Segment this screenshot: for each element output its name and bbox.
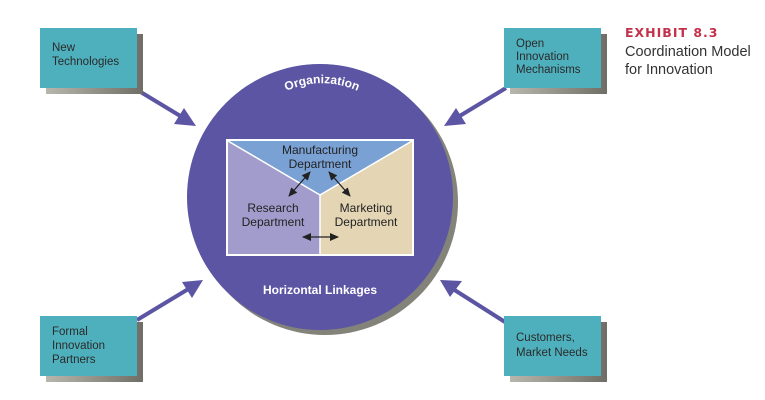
box-new-technologies: New Technologies — [40, 28, 143, 94]
marketing-label-line: Marketing — [340, 201, 393, 215]
manufacturing-region — [228, 141, 412, 195]
box-open-innovation-mechanisms: Open Innovation Mechanisms — [504, 28, 607, 94]
research-region — [228, 141, 320, 254]
box-label-line: Customers, — [516, 332, 575, 344]
marketing-region — [320, 141, 412, 254]
exhibit-title-line: for Innovation — [625, 62, 713, 78]
arrow-new-technologies — [132, 86, 196, 126]
box-label-line: New — [52, 42, 76, 54]
link-research-manufacturing — [288, 171, 311, 197]
exhibit-number: EXHIBIT 8.3 — [625, 25, 719, 40]
box-label-line: Innovation — [52, 340, 105, 352]
box-label-line: Market Needs — [516, 347, 588, 359]
research-label-line: Department — [242, 215, 305, 229]
box-label-line: Technologies — [52, 56, 119, 68]
box-body — [504, 316, 601, 376]
arrow-customers — [440, 280, 507, 324]
box-label-line: Formal — [52, 326, 88, 338]
input-arrows — [132, 86, 508, 324]
box-body — [504, 28, 601, 88]
organization-title: Organization — [282, 72, 362, 94]
box-formal-innovation-partners: Formal Innovation Partners — [40, 316, 143, 382]
box-label-line: Innovation — [516, 51, 569, 63]
link-manufacturing-marketing — [328, 171, 351, 197]
box-label-line: Open — [516, 38, 544, 50]
box-label-line: Partners — [52, 354, 96, 366]
box-body — [40, 316, 137, 376]
arrow-formal-partners — [135, 280, 203, 322]
arrow-open-innovation — [444, 86, 508, 126]
exhibit-title-line: Coordination Model — [625, 44, 751, 60]
research-label-line: Research — [247, 201, 298, 215]
marketing-label-line: Department — [335, 215, 398, 229]
manufacturing-label-line: Manufacturing — [282, 143, 358, 157]
exhibit-title: Coordination Model for Innovation — [625, 43, 765, 79]
departments-panel: Manufacturing Department Research Depart… — [226, 139, 414, 256]
box-body — [40, 28, 137, 88]
box-label-line: Mechanisms — [516, 64, 581, 76]
box-customers-market-needs: Customers, Market Needs — [504, 316, 607, 382]
manufacturing-label-line: Department — [289, 157, 352, 171]
horizontal-linkages-label: Horizontal Linkages — [263, 283, 377, 297]
